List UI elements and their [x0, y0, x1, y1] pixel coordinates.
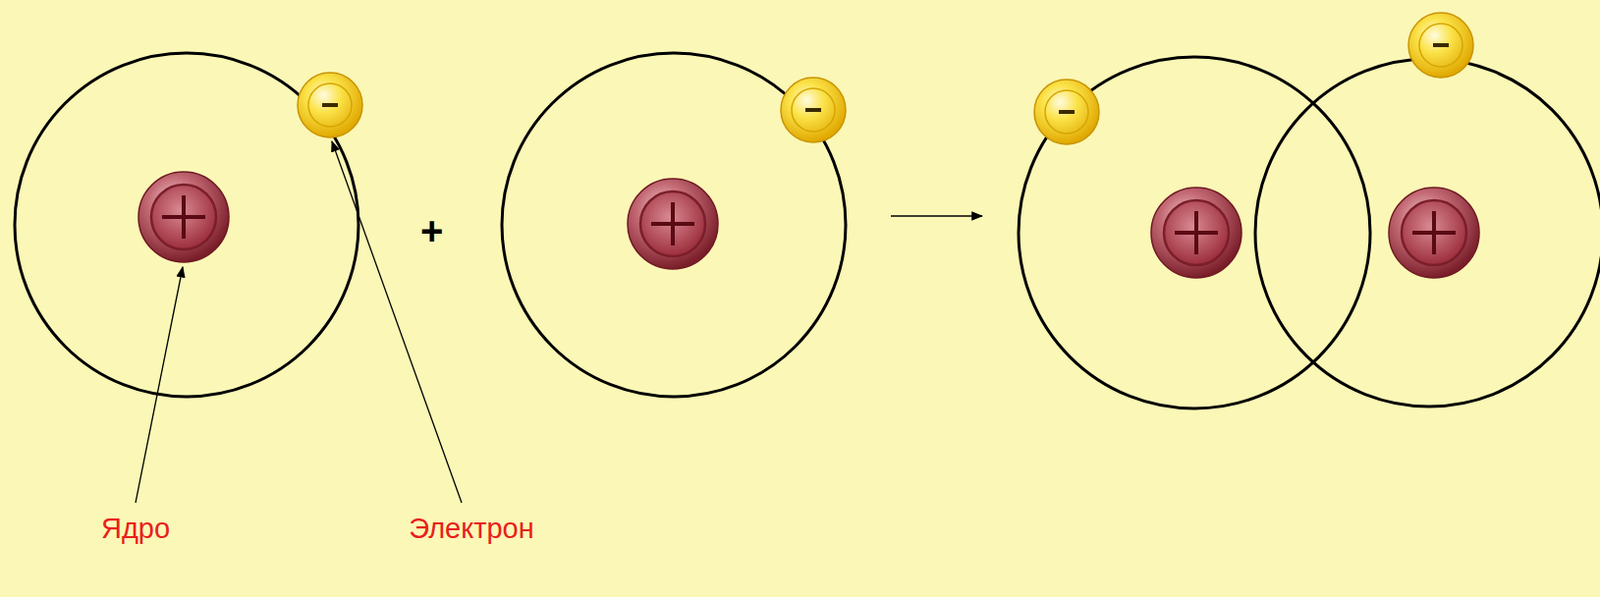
- electron-orbit: [501, 53, 846, 397]
- nucleus: [1151, 187, 1242, 278]
- nucleus: [627, 178, 718, 270]
- electron: [780, 77, 846, 143]
- electron-orbit: [1255, 58, 1600, 407]
- electron: [297, 72, 363, 138]
- leader-line: [331, 141, 462, 503]
- electron: [1034, 79, 1100, 145]
- part-label: Ядро: [101, 512, 170, 546]
- electron-orbit: [1018, 56, 1371, 409]
- plus-sign: +: [420, 208, 443, 254]
- leader-line: [135, 267, 183, 503]
- electron: [1408, 12, 1474, 78]
- nucleus: [138, 171, 229, 263]
- nucleus: [1388, 187, 1480, 278]
- reaction-arrow: [890, 215, 983, 218]
- part-label: Электрон: [408, 512, 535, 546]
